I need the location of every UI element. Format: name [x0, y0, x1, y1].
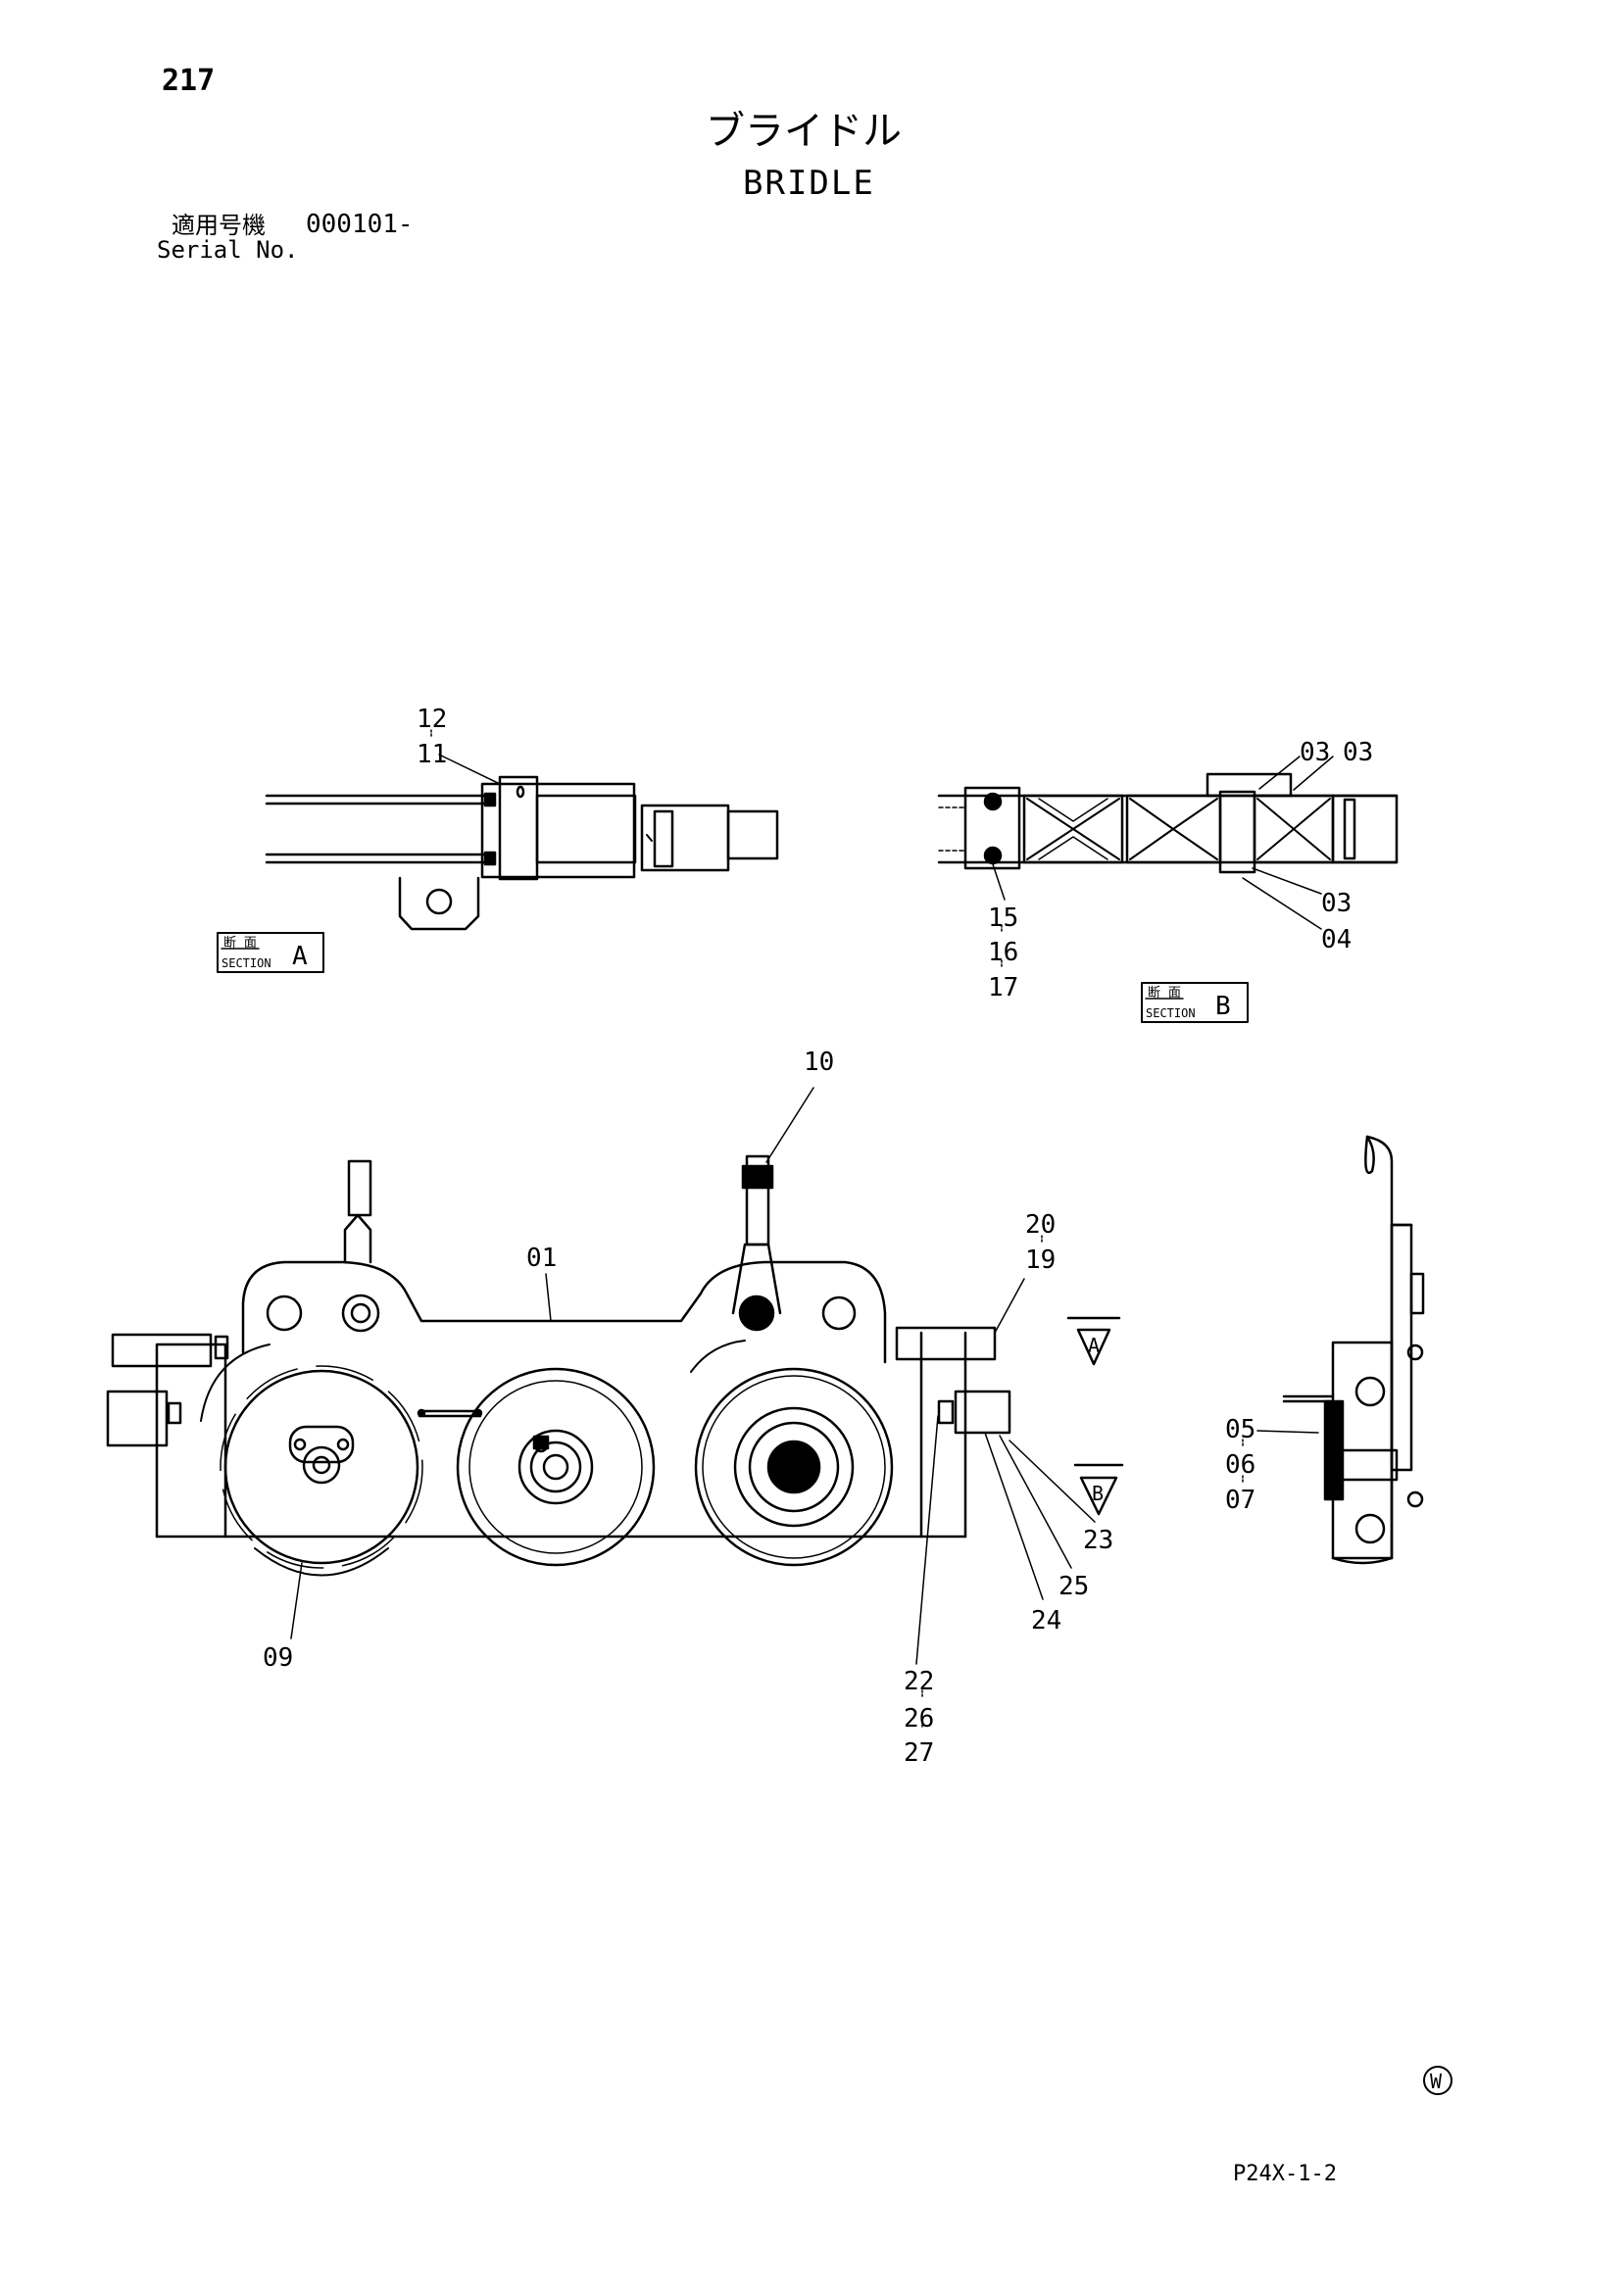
callout-17: 17	[988, 973, 1018, 1002]
bridle-front-view	[106, 1154, 1011, 1577]
page-number: 217	[162, 64, 216, 98]
callout-19: 19	[1025, 1246, 1056, 1275]
bridle-side-view	[1282, 1135, 1425, 1565]
title-japanese: ブライドル	[706, 109, 902, 154]
callout-12: 12	[417, 705, 447, 734]
callout-15: 15	[988, 904, 1018, 933]
section-b-label: 断 面 SECTION B	[1141, 982, 1249, 1023]
view-marker-a: A	[1066, 1316, 1121, 1366]
callout-20: 20	[1025, 1210, 1056, 1240]
callout-03-upper-right: 03	[1343, 738, 1373, 767]
callout-03-upper-left: 03	[1300, 738, 1330, 767]
section-a-view	[265, 775, 779, 931]
callout-23: 23	[1083, 1526, 1113, 1555]
section-b-title: SECTION	[1146, 1006, 1196, 1020]
callout-22: 22	[904, 1667, 934, 1696]
leader-lines	[290, 728, 1334, 1728]
view-marker-b: B	[1073, 1463, 1124, 1516]
callout-11: 11	[417, 740, 447, 769]
section-a-letter: A	[292, 942, 308, 971]
callout-01: 01	[526, 1244, 557, 1273]
view-marker-b-letter: B	[1092, 1482, 1104, 1505]
section-a-label: 断 面 SECTION A	[217, 932, 324, 973]
callout-04: 04	[1321, 925, 1352, 954]
watermark-letter: W	[1430, 2070, 1443, 2093]
title-english: BRIDLE	[743, 164, 875, 203]
serial-label-japanese: 適用号機	[172, 212, 266, 239]
section-a-title: SECTION	[221, 956, 271, 970]
watermark-symbol: W	[1423, 2066, 1452, 2095]
callout-10: 10	[804, 1048, 834, 1077]
section-b-kanji: 断 面	[1148, 986, 1181, 1001]
callout-labels: 12 11 03 03 03 04 15 16 17 10 01 20 19 0…	[263, 705, 1373, 1768]
section-b-letter: B	[1215, 992, 1231, 1021]
callout-07: 07	[1225, 1486, 1255, 1515]
callout-27: 27	[904, 1738, 934, 1768]
callout-09: 09	[263, 1643, 293, 1673]
section-a-kanji: 断 面	[223, 936, 257, 951]
view-marker-a-letter: A	[1088, 1334, 1100, 1357]
callout-05: 05	[1225, 1415, 1255, 1444]
callout-24: 24	[1031, 1606, 1061, 1636]
callout-03-lower: 03	[1321, 889, 1352, 918]
serial-label-english: Serial No.	[157, 236, 299, 264]
callout-26: 26	[904, 1704, 934, 1734]
section-b-view	[937, 772, 1399, 874]
drawing-code: P24X-1-2	[1233, 2162, 1337, 2186]
callout-25: 25	[1058, 1572, 1089, 1601]
callout-16: 16	[988, 938, 1018, 967]
serial-number-value: 000101-	[306, 210, 414, 239]
callout-06: 06	[1225, 1450, 1255, 1480]
